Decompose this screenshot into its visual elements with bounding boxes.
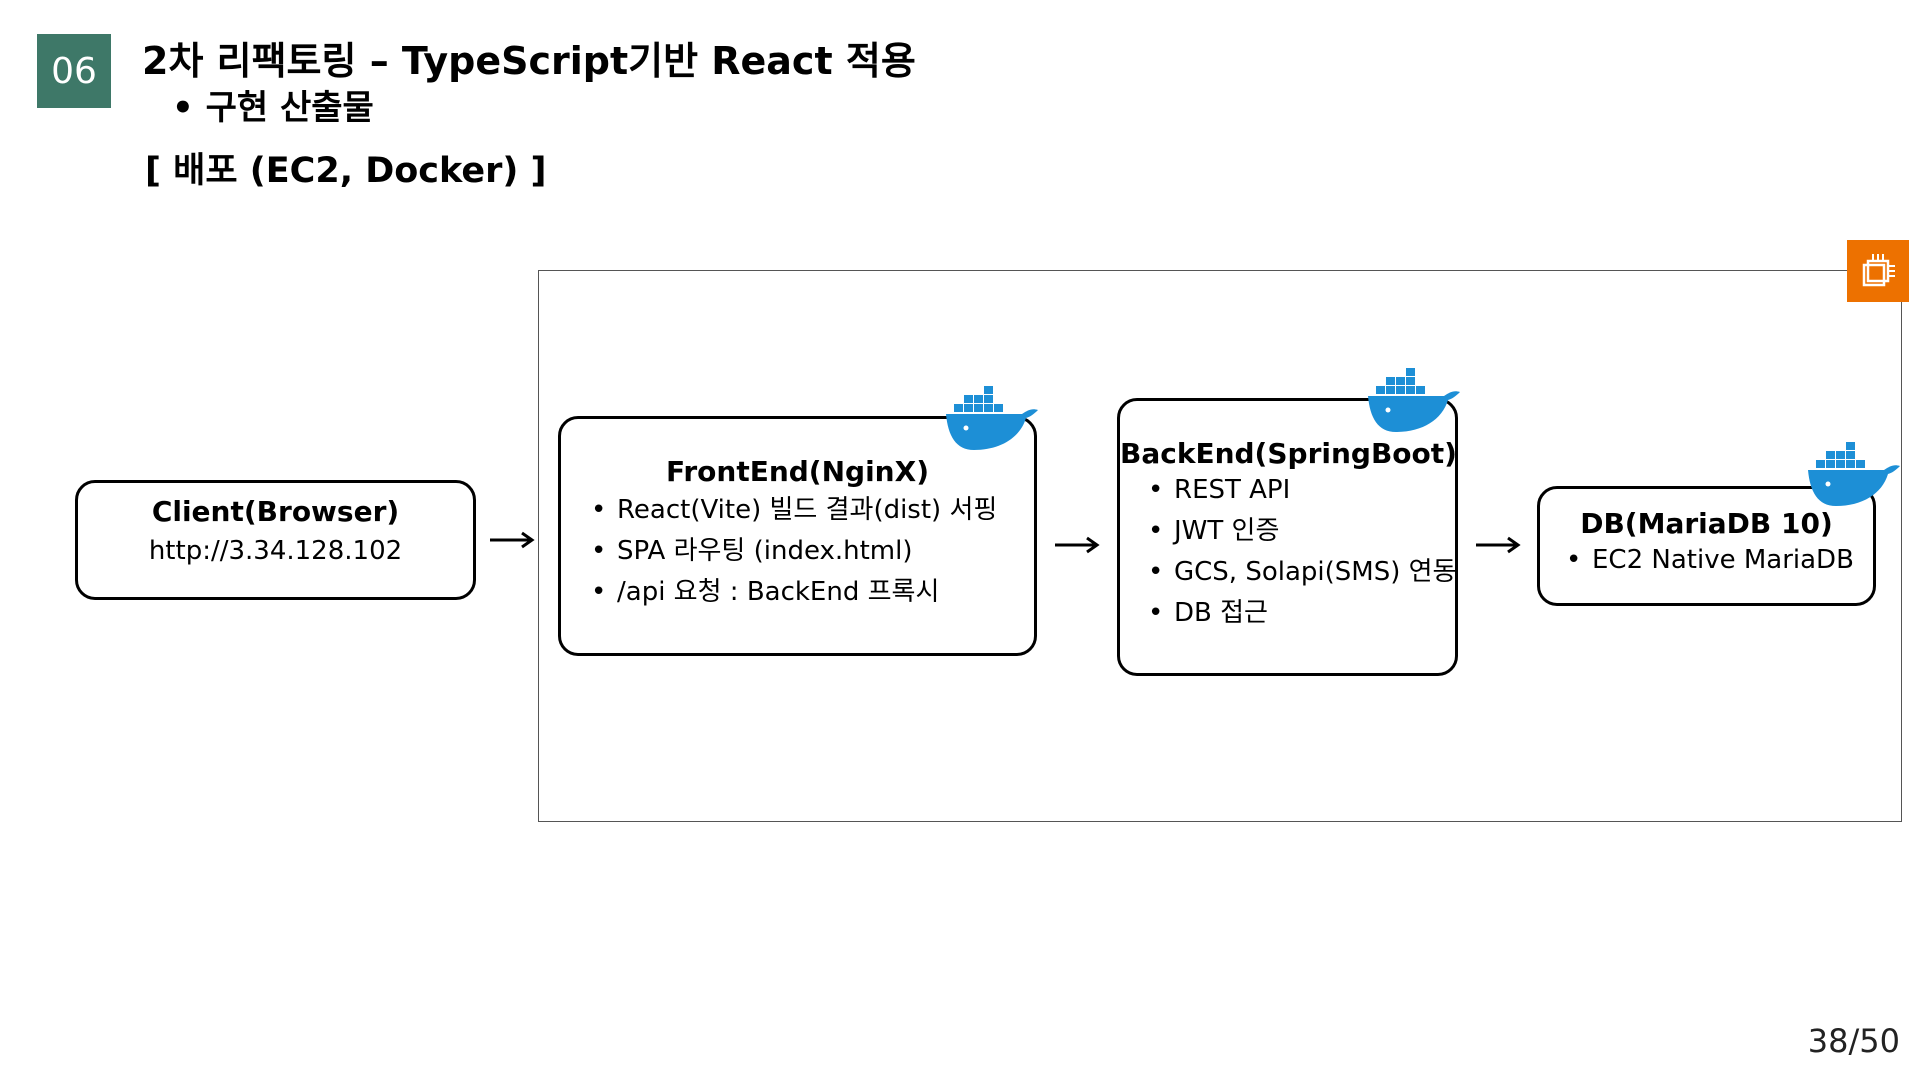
docker-icon-db <box>1808 442 1900 506</box>
list-item: React(Vite) 빌드 결과(dist) 서핑 <box>591 490 1034 531</box>
db-node: DB(MariaDB 10) EC2 Native MariaDB <box>1537 486 1876 606</box>
frontend-node-title: FrontEnd(NginX) <box>666 455 929 488</box>
page-number: 38/50 <box>1807 1022 1900 1060</box>
ec2-instance-icon <box>1847 240 1909 302</box>
arrow-client-to-frontend <box>490 531 535 549</box>
docker-icon-frontend <box>946 386 1038 450</box>
db-feature-list: EC2 Native MariaDB <box>1566 540 1873 581</box>
list-item: SPA 라우팅 (index.html) <box>591 531 1034 572</box>
list-item: DB 접근 <box>1148 593 1455 634</box>
list-item: REST API <box>1148 470 1455 511</box>
slide-title: 2차 리팩토링 – TypeScript기반 React 적용 <box>142 39 916 83</box>
ec2-boundary <box>538 270 1902 822</box>
slide-number-badge: 06 <box>37 34 111 108</box>
frontend-feature-list: React(Vite) 빌드 결과(dist) 서핑 SPA 라우팅 (inde… <box>591 490 1034 613</box>
list-item: /api 요청 : BackEnd 프록시 <box>591 572 1034 613</box>
backend-node: BackEnd(SpringBoot) REST API JWT 인증 GCS,… <box>1117 398 1458 676</box>
client-node: Client(Browser) http://3.34.128.102 <box>75 480 476 600</box>
client-node-url: http://3.34.128.102 <box>148 536 403 566</box>
docker-icon-backend <box>1368 368 1460 432</box>
arrow-backend-to-db <box>1476 536 1521 554</box>
db-node-title: DB(MariaDB 10) <box>1580 507 1833 540</box>
list-item: EC2 Native MariaDB <box>1566 540 1873 581</box>
backend-node-title: BackEnd(SpringBoot) <box>1120 437 1457 470</box>
frontend-node: FrontEnd(NginX) React(Vite) 빌드 결과(dist) … <box>558 416 1037 656</box>
list-item: GCS, Solapi(SMS) 연동 <box>1148 552 1456 593</box>
arrow-frontend-to-backend <box>1055 536 1100 554</box>
backend-feature-list: REST API JWT 인증 GCS, Solapi(SMS) 연동 DB 접… <box>1148 470 1456 634</box>
section-heading: [ 배포 (EC2, Docker) ] <box>145 151 547 191</box>
slide-subtitle: • 구현 산출물 <box>172 88 374 128</box>
list-item: JWT 인증 <box>1148 511 1455 552</box>
client-node-title: Client(Browser) <box>151 495 400 528</box>
